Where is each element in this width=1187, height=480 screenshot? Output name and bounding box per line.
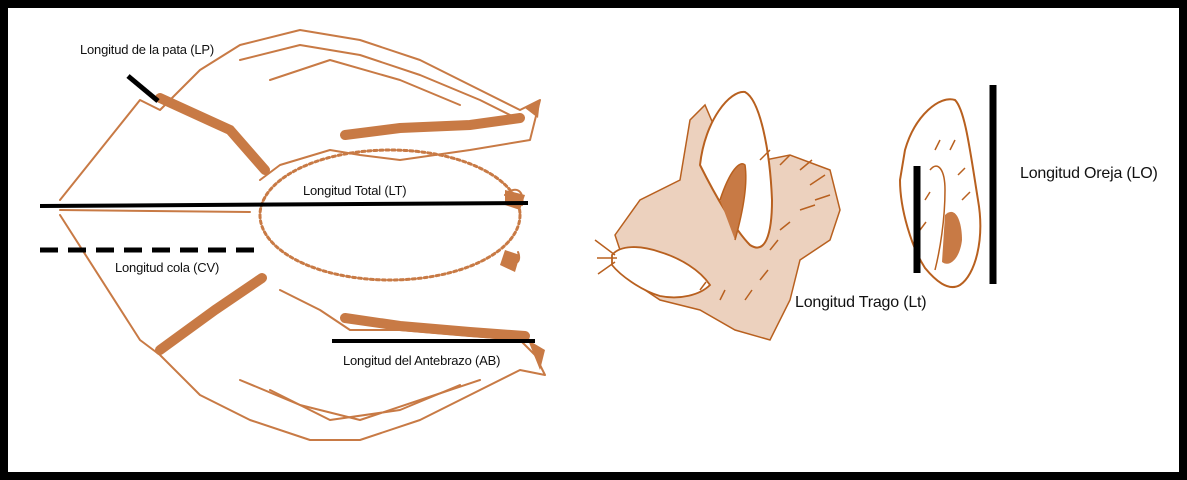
ear-length-label: Longitud Oreja (LO) <box>1020 165 1158 183</box>
bat-bones <box>160 98 525 350</box>
lower-forearm-bone <box>345 318 525 336</box>
total-length-line <box>40 203 528 206</box>
ear-inner-fill <box>942 212 962 264</box>
ear-ridge-strokes <box>915 140 970 230</box>
body-fur-outline <box>260 150 520 280</box>
lower-leg-bone <box>160 278 262 350</box>
upper-wing-inner-fold <box>240 45 520 120</box>
lower-thumb <box>528 340 545 370</box>
tragus-length-label: Longitud Trago (Lt) <box>795 294 926 312</box>
forearm-length-label: Longitud del Antebrazo (AB) <box>343 353 500 368</box>
leg-length-label: Longitud de la pata (LP) <box>80 42 214 57</box>
bat-body-illustration <box>60 30 545 440</box>
leg-length-line <box>128 76 158 101</box>
total-length-label: Longitud Total (LT) <box>303 183 406 198</box>
ear-illustration <box>900 99 980 287</box>
tail-length-label: Longitud cola (CV) <box>115 260 219 275</box>
upper-leg-bone <box>160 98 265 170</box>
upper-forearm-bone <box>345 118 520 135</box>
lower-ear-fill <box>500 250 520 272</box>
tail-outline <box>60 210 250 212</box>
lower-wing-fold <box>240 380 480 420</box>
